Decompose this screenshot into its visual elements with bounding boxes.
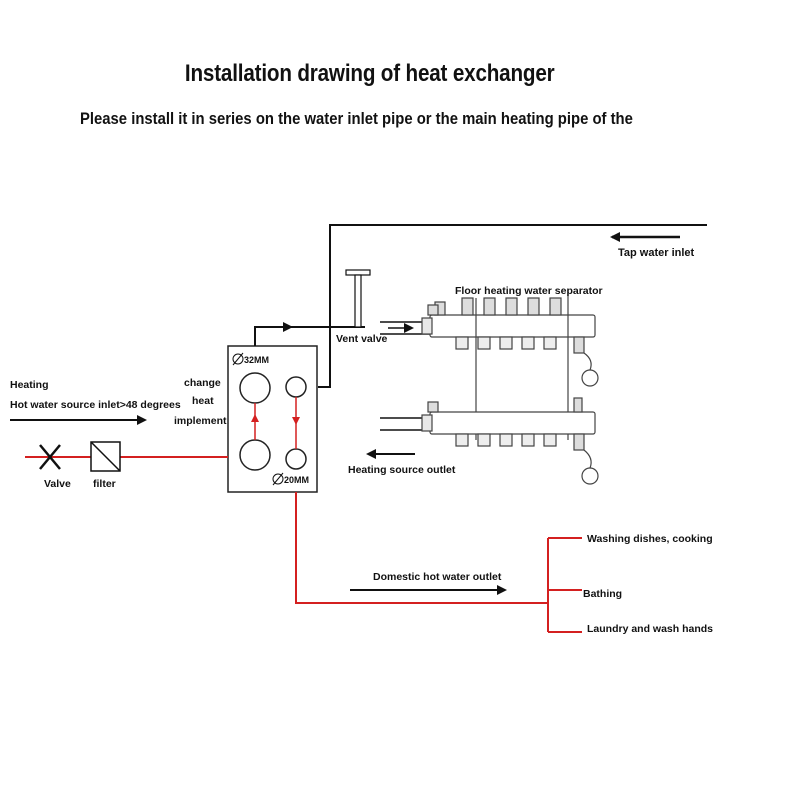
valve-icon [39, 444, 61, 470]
heating-label: Heating [10, 379, 49, 391]
floor-heating-manifold [421, 290, 599, 485]
filter-label: filter [93, 478, 116, 490]
exchanger-outlet-pipe [254, 326, 365, 346]
domestic-hot-water-label: Domestic hot water outlet [373, 571, 502, 583]
exchanger-outlet-arrow [283, 322, 293, 332]
heat-exchanger-body [227, 345, 318, 493]
exchanger-label-implement: implement [174, 415, 227, 427]
manifold-label: Floor heating water separator [455, 285, 603, 297]
tap-water-inlet-label: Tap water inlet [618, 247, 695, 259]
bathing-label: Bathing [583, 588, 622, 600]
page-title: Installation drawing of heat exchanger [184, 60, 555, 87]
svg-text:32MM: 32MM [244, 355, 269, 365]
laundry-label: Laundry and wash hands [587, 623, 713, 635]
page-subtitle: Please install it in series on the water… [80, 110, 633, 128]
svg-text:20MM: 20MM [284, 475, 309, 485]
valve-label: Valve [44, 478, 71, 490]
vent-valve-label: Vent valve [336, 333, 388, 345]
filter-icon [90, 441, 121, 472]
domestic-hot-water-pipe [295, 492, 548, 604]
diameter-20-label: 20MM [272, 472, 309, 486]
exchanger-label-change: change [184, 377, 221, 389]
washing-label: Washing dishes, cooking [587, 533, 713, 545]
exchanger-label-heat: heat [192, 395, 214, 407]
internal-arrow-up [251, 414, 259, 422]
tap-water-pipe [318, 224, 707, 388]
hot-water-source-label: Hot water source inlet>48 degrees [10, 399, 181, 411]
vent-valve [345, 269, 371, 328]
internal-arrow-down [292, 417, 300, 425]
diameter-32-label: 32MM [232, 352, 269, 366]
heating-source-outlet-label: Heating source outlet [348, 464, 456, 476]
